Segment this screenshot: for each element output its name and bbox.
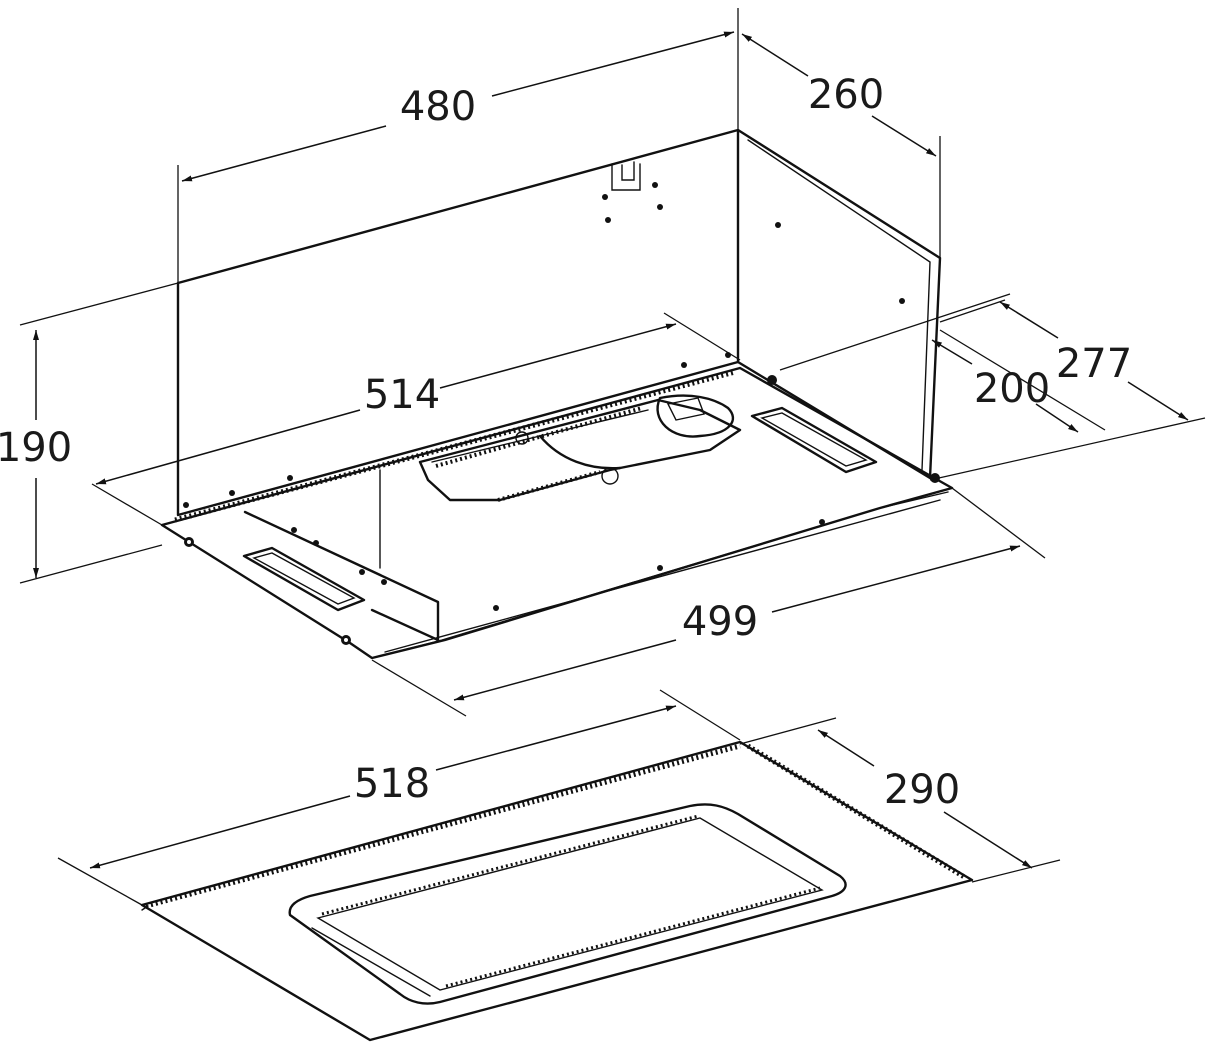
dim-bottom-width: 499 [682, 599, 758, 645]
hood-left-bracket [243, 510, 440, 642]
panel-opening [288, 803, 847, 1005]
fan-motor-housing [418, 394, 742, 502]
left-light-slot [242, 546, 366, 612]
wall-bracket [611, 161, 641, 191]
hood-unit [160, 128, 954, 660]
panel-dimensions: 518 290 [57, 689, 1061, 906]
dim-panel-depth: 290 [884, 767, 960, 813]
dim-inner-width: 514 [364, 372, 440, 418]
front-panel [140, 740, 974, 1042]
dim-top-width: 480 [400, 84, 476, 130]
panel-outline [140, 740, 974, 1042]
dim-inner-depth-b: 277 [1056, 341, 1132, 387]
right-light-slot [750, 406, 878, 474]
dim-inner-depth-a: 200 [974, 366, 1050, 412]
dim-top-depth: 260 [808, 72, 884, 118]
dim-panel-width: 518 [354, 761, 430, 807]
hood-dimensions: 480 260 190 514 200 277 499 [0, 8, 1206, 717]
dim-height: 190 [0, 425, 72, 471]
